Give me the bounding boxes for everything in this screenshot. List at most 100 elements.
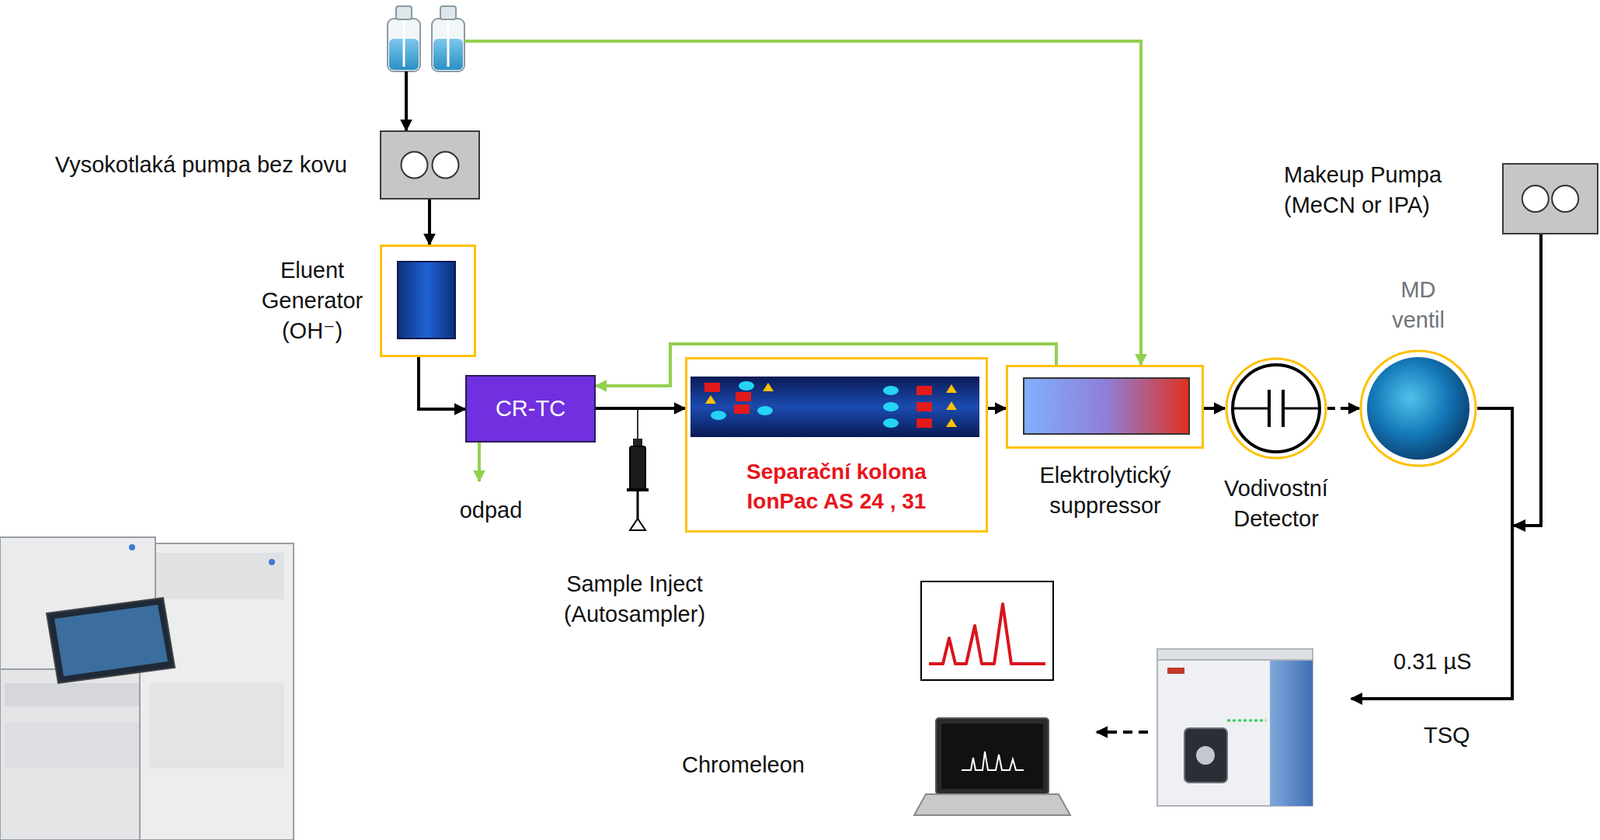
node-label: Vysokotlaká pumpa bez kovu xyxy=(5,149,348,181)
node-label: Elektrolytický suppressor xyxy=(1012,460,1199,522)
syringe-rod xyxy=(636,490,640,521)
ms-source xyxy=(1184,728,1228,783)
node-label: Separační kolona IonPac AS 24 , 31 xyxy=(720,457,954,517)
instrument-panel xyxy=(149,553,285,600)
eluent-bottles xyxy=(387,6,465,72)
analyte-marker xyxy=(883,386,899,396)
ms-logo xyxy=(1167,667,1185,675)
analyte-marker xyxy=(757,406,773,416)
instrument-photo xyxy=(0,537,294,840)
label-holder: Chromeleon xyxy=(681,750,853,781)
instrument-tower xyxy=(139,543,294,840)
syringe-symbol xyxy=(626,410,649,531)
analyte-marker xyxy=(704,382,720,393)
chromatogram-trace xyxy=(928,604,1046,665)
syringe-needle xyxy=(636,410,639,440)
analyte-marker xyxy=(883,418,899,428)
free-label: Sample Inject (Autosampler) xyxy=(541,569,728,630)
laptop-display xyxy=(941,723,1044,790)
analyte-marker xyxy=(946,401,957,411)
eluent-feed-line xyxy=(404,71,408,131)
analyte-marker xyxy=(916,402,933,412)
analyte-marker xyxy=(733,404,750,414)
pump-graphic xyxy=(381,132,479,199)
mass-spectrometer: TSQ xyxy=(1153,643,1352,812)
eluent-graphic xyxy=(382,246,474,355)
flow-connector xyxy=(427,199,432,245)
instrument-panel xyxy=(149,683,285,769)
pump-head xyxy=(1522,185,1549,213)
instrument-screen xyxy=(46,598,175,684)
free-label: Chromeleon xyxy=(681,750,853,781)
syringe-plunger xyxy=(629,518,646,531)
instrument-led xyxy=(128,544,136,551)
flow-connector xyxy=(1327,406,1360,411)
analyte-marker xyxy=(916,386,933,396)
det-graphic xyxy=(1224,357,1328,460)
chromatogram-frame xyxy=(921,581,1054,681)
analyte-marker xyxy=(735,392,752,402)
bottle xyxy=(431,18,465,72)
detector-ring xyxy=(1226,358,1326,459)
flow-connector xyxy=(418,357,466,410)
makeup-pump: Makeup Pumpa (MeCN or IPA) xyxy=(1502,163,1599,235)
ms-top xyxy=(1157,649,1313,661)
analyte-marker xyxy=(738,381,755,391)
node-label: Vodivostní Detector xyxy=(1198,473,1354,535)
analyte-marker xyxy=(710,410,727,421)
pump-box: Vysokotlaká pumpa bez kovu xyxy=(379,130,480,200)
label-holder: odpad xyxy=(452,495,530,526)
node-label: TSQ xyxy=(1423,720,1486,752)
analyte-marker xyxy=(946,384,957,394)
node-label: Makeup Pumpa (MeCN or IPA) xyxy=(1283,160,1463,221)
bottle-cap xyxy=(440,6,456,20)
chromatogram-icon xyxy=(921,581,1054,681)
analyte-marker xyxy=(883,402,899,412)
detector-cell xyxy=(1232,365,1320,453)
waste-line xyxy=(477,442,481,482)
flow-connector xyxy=(987,406,1006,411)
instrument-led xyxy=(268,559,275,566)
electrode-lead xyxy=(1283,407,1320,411)
bottle-tube xyxy=(447,20,450,67)
ms-status-strip xyxy=(1227,720,1267,723)
md-valve: MD ventil xyxy=(1359,349,1478,468)
conductivity-detector: Vodivostní Detector xyxy=(1224,357,1328,460)
bottle-tube xyxy=(403,20,406,67)
electrode-plate xyxy=(1267,389,1271,428)
trap-column-box: CR-TC xyxy=(465,375,596,443)
instrument-display xyxy=(54,605,168,677)
tsq-graphic xyxy=(1153,643,1352,812)
edge-label: 0.31 µS xyxy=(1390,646,1475,678)
suppressor-cell xyxy=(1023,378,1190,435)
generator-cartridge xyxy=(397,261,456,339)
syringe-hub xyxy=(633,438,643,447)
mdv-graphic xyxy=(1359,349,1478,468)
column-body xyxy=(690,376,980,438)
separation-column: Separační kolona IonPac AS 24 , 31 xyxy=(685,357,988,533)
node-label: Eluent Generator (OH⁻) xyxy=(253,255,371,347)
regenerant-line xyxy=(464,41,1141,366)
analyte-marker xyxy=(762,382,774,392)
laptop-chart xyxy=(961,751,1024,771)
suppressor: Elektrolytický suppressor xyxy=(1005,365,1204,449)
pump-graphic xyxy=(1503,164,1597,234)
supp-graphic xyxy=(1008,367,1202,447)
ms-body xyxy=(1157,658,1313,807)
laptop-icon xyxy=(914,718,1071,816)
node-label: CR-TC xyxy=(466,393,595,425)
pump-head xyxy=(401,152,428,179)
analyte-marker xyxy=(705,395,717,404)
valve-ring xyxy=(1360,351,1476,467)
edge-label-holder: 0.31 µS xyxy=(1390,646,1475,678)
pump-head xyxy=(1551,185,1579,213)
free-label: odpad xyxy=(452,495,530,526)
laptop-base xyxy=(914,794,1071,816)
flow-connector xyxy=(1203,406,1225,411)
eluent-generator: Eluent Generator (OH⁻) xyxy=(379,244,477,358)
analyte-marker xyxy=(916,418,933,428)
flow-connector xyxy=(595,406,686,411)
flow-connector xyxy=(1351,234,1541,700)
data-link xyxy=(1096,730,1148,734)
